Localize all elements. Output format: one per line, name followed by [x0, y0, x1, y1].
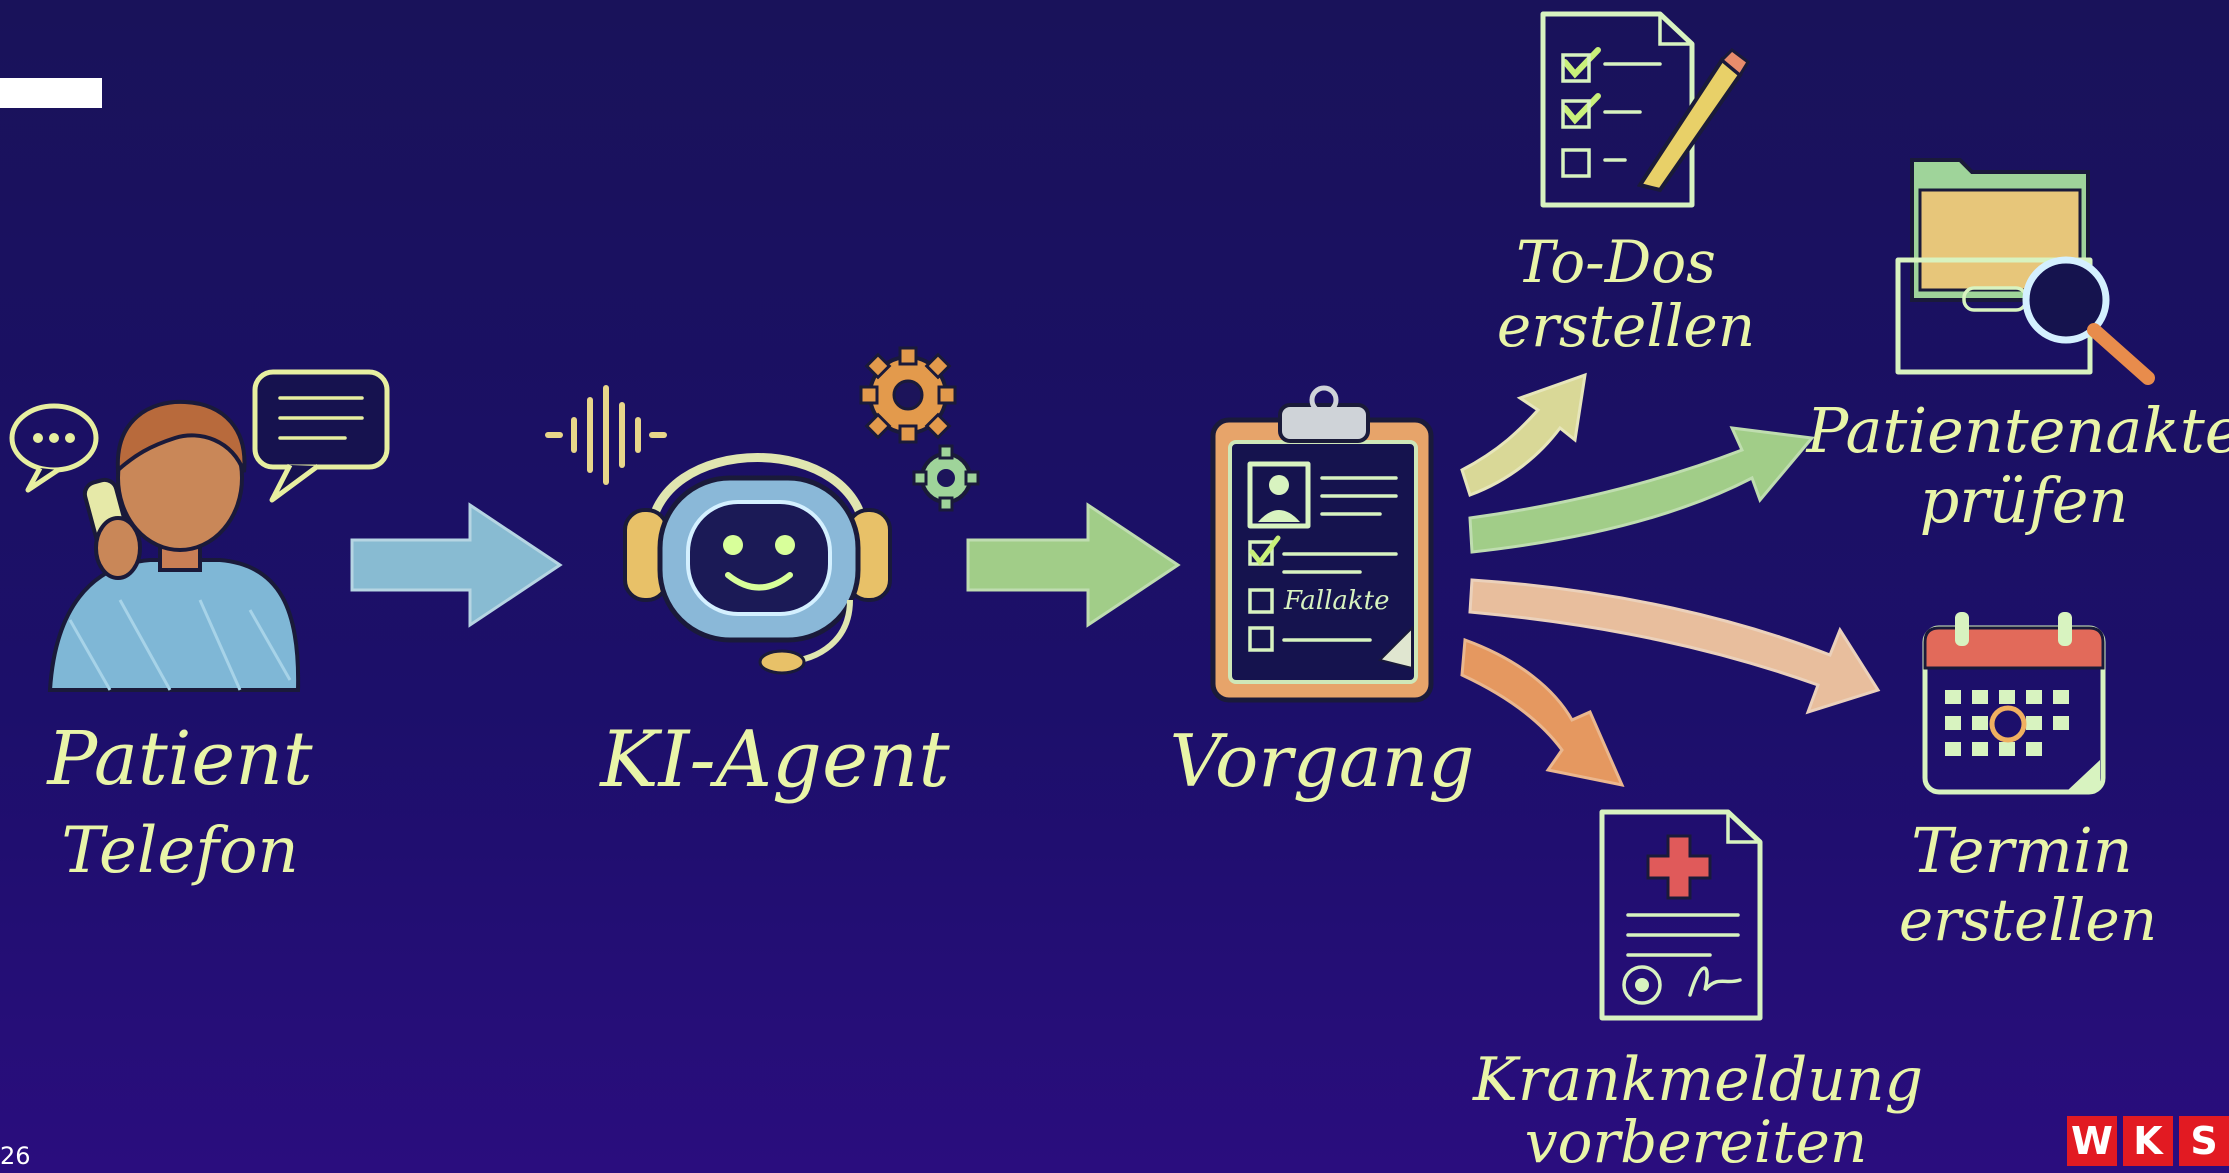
flow-arrow-vorgang-termin — [1468, 578, 1881, 715]
label-krankmeldung: Krankmeldung — [1472, 1045, 1923, 1115]
logo-letter-w: W — [2067, 1116, 2117, 1166]
flow-arrow-patient-agent — [350, 502, 563, 628]
label-patientenakte: Patientenakte — [1806, 394, 2229, 467]
label-todos: To-Dos — [1516, 228, 1716, 296]
flow-arrow-agent-vorgang — [966, 502, 1181, 628]
title-bar-fragment — [0, 78, 102, 108]
gear-icon — [859, 346, 957, 444]
label-pruefen: prüfen — [1920, 464, 2129, 537]
medical-certificate-icon — [1599, 809, 1763, 1021]
person-on-phone-icon — [9, 369, 390, 692]
flow-arrow-vorgang-krank — [1460, 637, 1625, 788]
label-todos-erstellen: erstellen — [1497, 292, 1755, 360]
sound-wave-icon — [545, 385, 667, 485]
folder-search-icon — [1895, 158, 2155, 385]
label-vorbereiten: vorbereiten — [1525, 1108, 1867, 1173]
label-vorgang: Vorgang — [1170, 719, 1475, 803]
label-patient: Patient — [45, 716, 312, 802]
page-number: 26 — [0, 1142, 31, 1170]
clipboard-icon: Fallakte — [1210, 385, 1434, 703]
logo-letter-k: K — [2123, 1116, 2173, 1166]
wks-logo: W K S — [2067, 1116, 2229, 1166]
label-ki-agent: KI-Agent — [598, 715, 950, 805]
flow-arrow-vorgang-todos — [1460, 372, 1587, 497]
label-telefon: Telefon — [61, 814, 298, 888]
robot-headset-icon — [545, 346, 980, 675]
speech-bubble-dots-icon — [9, 403, 99, 493]
label-termin: Termin — [1911, 814, 2132, 887]
speech-bubble-lines-icon — [252, 369, 390, 503]
fallakte-label: Fallakte — [1283, 586, 1390, 616]
checklist-pencil-icon — [1540, 11, 1750, 208]
calendar-icon — [1922, 612, 2106, 795]
flow-arrow-vorgang-akte — [1468, 426, 1815, 554]
logo-letter-s: S — [2179, 1116, 2229, 1166]
gear-small-icon — [912, 444, 980, 512]
label-termin-erstellen: erstellen — [1899, 886, 2157, 954]
